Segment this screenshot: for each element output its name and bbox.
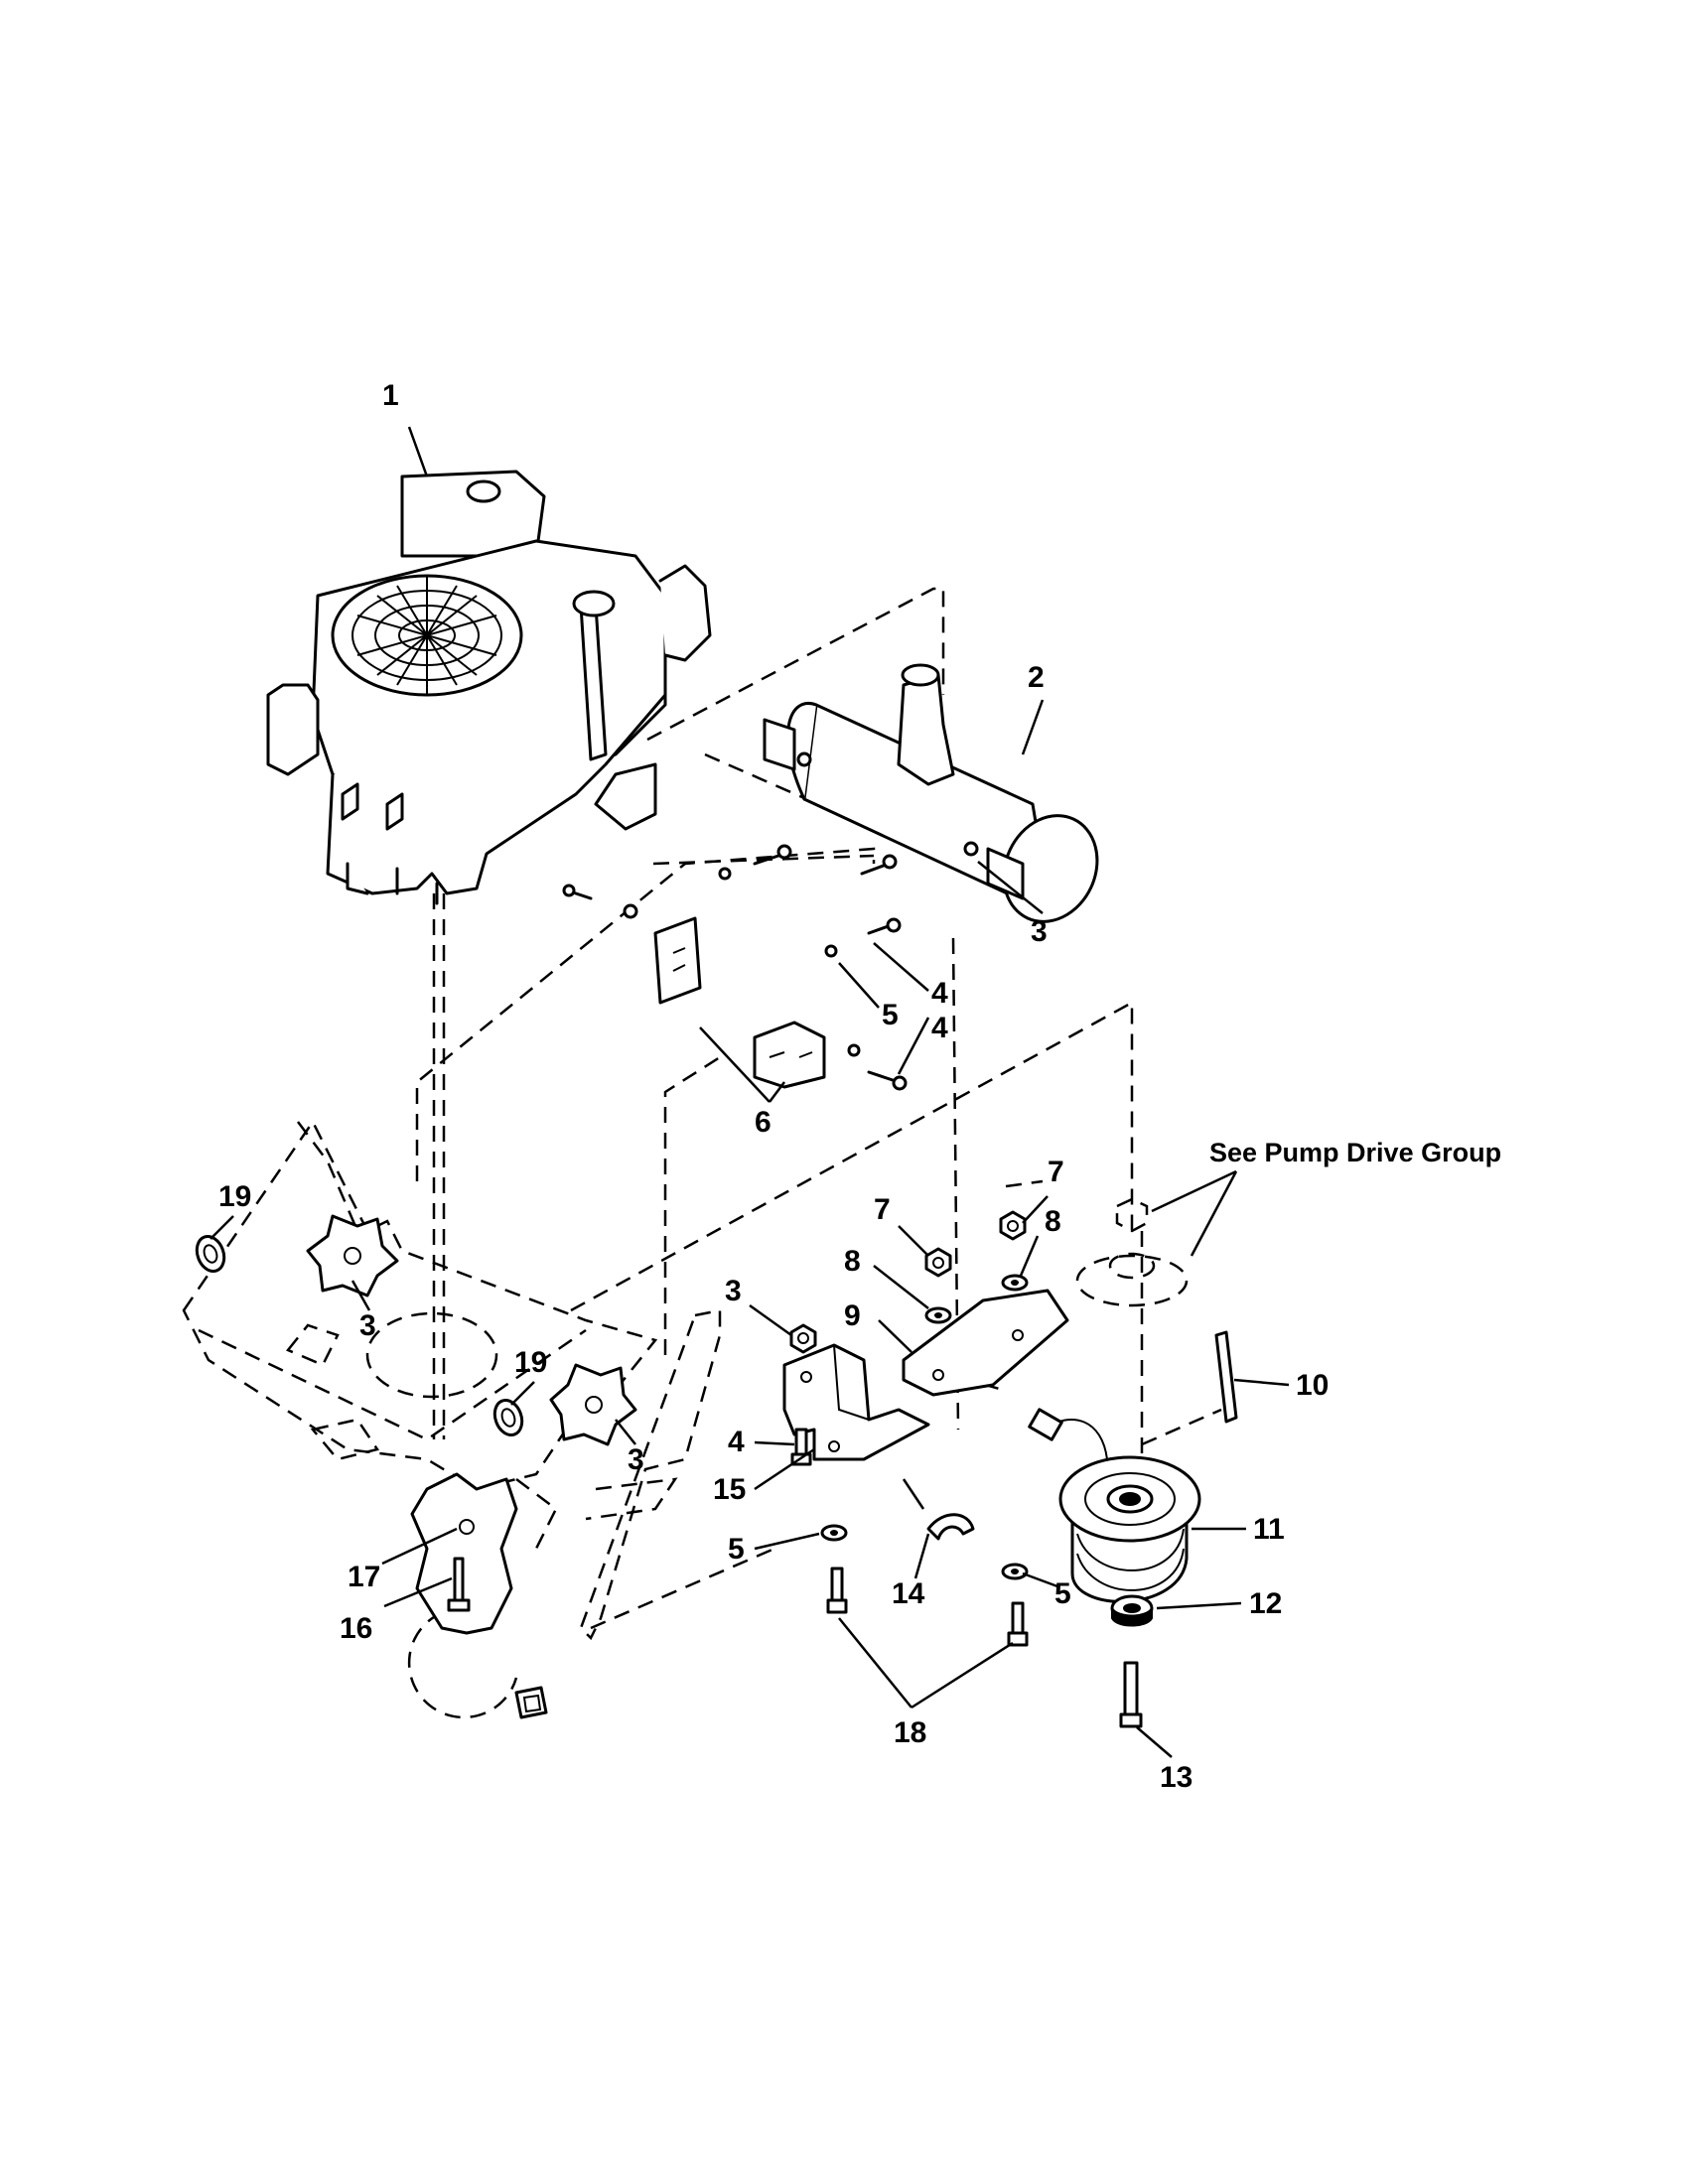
callout-12: 12 (1249, 1587, 1282, 1620)
callouts: 1 2 3 4 5 4 6 19 3 19 3 17 16 7 7 8 8 9 … (218, 379, 1329, 1794)
hardware-top (562, 844, 908, 1091)
callout-19: 19 (218, 1180, 251, 1213)
star-nut-right (549, 1363, 637, 1446)
callout-17: 17 (348, 1561, 380, 1593)
washer-8-right (1001, 1274, 1029, 1292)
callout-14: 14 (892, 1577, 925, 1610)
star-nut-left (306, 1214, 399, 1297)
callout-2: 2 (1028, 661, 1045, 694)
callout-9: 9 (844, 1299, 861, 1332)
leader-lines (210, 426, 1290, 1758)
callout-1: 1 (382, 379, 399, 412)
callout-18: 18 (894, 1716, 926, 1749)
callout-7: 7 (1048, 1156, 1064, 1188)
callout-8: 8 (844, 1245, 861, 1278)
bolt-18-right (1007, 1601, 1029, 1647)
mount-plate (410, 1472, 518, 1635)
nut-7-left (924, 1247, 952, 1278)
washer-8-left (924, 1306, 952, 1324)
mount-block (514, 1686, 548, 1719)
callout-4: 4 (931, 977, 948, 1010)
nut-7-right (999, 1210, 1027, 1241)
callout-5: 5 (1054, 1577, 1071, 1610)
callout-3: 3 (628, 1443, 644, 1476)
clutch-bracket (782, 1343, 930, 1461)
mount-bolt (447, 1557, 471, 1612)
clutch-washer (1110, 1594, 1154, 1627)
callout-5: 5 (882, 999, 899, 1031)
callout-10: 10 (1296, 1369, 1329, 1402)
bearing-left (195, 1235, 226, 1273)
callout-3: 3 (359, 1309, 376, 1342)
callout-13: 13 (1160, 1761, 1193, 1794)
bracket-upper (653, 916, 702, 1005)
washer-5-right (1001, 1563, 1029, 1580)
callout-7: 7 (874, 1193, 891, 1226)
callout-3: 3 (725, 1275, 742, 1307)
pump-drive-group (1075, 1197, 1189, 1307)
callout-11: 11 (1253, 1513, 1285, 1546)
pto-clutch (1028, 1408, 1201, 1603)
engine (266, 470, 712, 905)
callout-19: 19 (514, 1346, 547, 1379)
cover-plate (902, 1289, 1069, 1397)
callout-4: 4 (931, 1012, 948, 1044)
clutch-bolt (1119, 1661, 1143, 1728)
pump-drive-note: See Pump Drive Group (1209, 1138, 1501, 1167)
washer-5-left (820, 1524, 848, 1542)
retainer-clip (926, 1513, 975, 1541)
callout-3: 3 (1031, 915, 1048, 948)
callout-8: 8 (1045, 1205, 1061, 1238)
callout-5: 5 (728, 1533, 745, 1566)
key (1214, 1330, 1238, 1424)
callout-6: 6 (755, 1106, 772, 1139)
callout-16: 16 (340, 1612, 372, 1645)
bracket-lower (753, 1021, 826, 1089)
callout-4: 4 (728, 1426, 745, 1458)
bearing-right (492, 1399, 524, 1436)
muffler (763, 663, 1099, 923)
bolt-18-left (826, 1567, 848, 1614)
nut-3-bracket (789, 1323, 817, 1354)
callout-15: 15 (713, 1473, 746, 1506)
